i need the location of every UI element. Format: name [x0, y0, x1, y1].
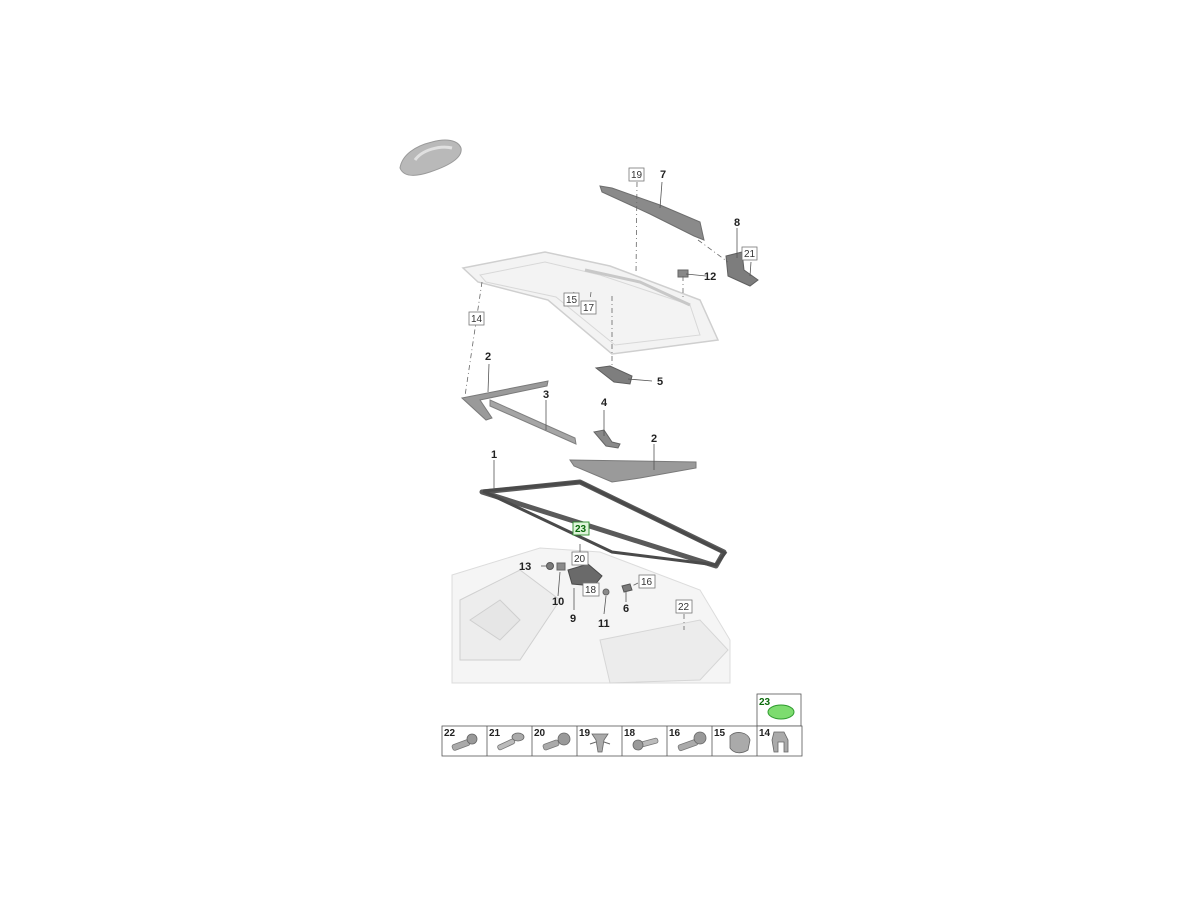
- clip-part-6[interactable]: [621, 583, 633, 593]
- boxed-callout-23[interactable]: 23: [572, 521, 590, 536]
- roof-rail-part-7[interactable]: [599, 185, 705, 241]
- boxed-callout-16[interactable]: 16: [638, 574, 656, 589]
- bracket-part-5[interactable]: [594, 365, 633, 385]
- svg-text:18: 18: [585, 585, 597, 596]
- svg-text:16: 16: [669, 728, 681, 739]
- leader-lines: [487, 181, 752, 615]
- callout-1: 1: [491, 449, 497, 461]
- svg-text:20: 20: [534, 728, 546, 739]
- svg-text:19: 19: [579, 728, 591, 739]
- bolt-icon: [451, 733, 478, 751]
- trim-strip-part-2b[interactable]: [569, 459, 697, 483]
- callout-7: 7: [660, 169, 666, 181]
- trim-strip-part-2a[interactable]: [460, 380, 549, 421]
- callout-8: 8: [734, 217, 740, 229]
- callout-2-upper: 2: [485, 351, 491, 363]
- svg-text:16: 16: [641, 577, 653, 588]
- svg-text:18: 18: [624, 728, 636, 739]
- svg-text:15: 15: [714, 728, 726, 739]
- clip-icon: [589, 733, 611, 753]
- screw-icon: [677, 731, 707, 752]
- clip-part-11[interactable]: [602, 588, 610, 596]
- bracket-part-4[interactable]: [593, 429, 621, 449]
- callout-6: 6: [623, 603, 629, 615]
- u-clip-icon: [771, 731, 789, 753]
- cap-icon: [767, 704, 795, 720]
- grommet-icon: [729, 732, 751, 754]
- seal-frame-part-1[interactable]: [479, 479, 728, 569]
- callout-2-lower: 2: [651, 433, 657, 445]
- boxed-callout-18[interactable]: 18: [582, 582, 600, 597]
- boxed-callout-22[interactable]: 22: [675, 599, 693, 614]
- car-silhouette-icon: [399, 139, 462, 176]
- bolt-icon: [632, 737, 659, 751]
- svg-text:14: 14: [471, 314, 483, 325]
- boxed-callout-14[interactable]: 14: [468, 311, 485, 326]
- legend-cell-18[interactable]: 18: [624, 728, 659, 751]
- bolt-icon: [542, 732, 571, 751]
- svg-text:14: 14: [759, 728, 771, 739]
- screw-icon: [497, 732, 525, 751]
- boxed-callout-21[interactable]: 21: [741, 246, 758, 261]
- legend-cell-22[interactable]: 22: [444, 728, 478, 751]
- svg-text:15: 15: [566, 295, 578, 306]
- boxed-callout-19[interactable]: 19: [628, 167, 645, 182]
- legend-cell-16[interactable]: 16: [669, 728, 707, 752]
- callout-11: 11: [598, 618, 610, 630]
- clip-part-12[interactable]: [677, 269, 689, 278]
- callout-9: 9: [570, 613, 576, 625]
- callout-13: 13: [519, 561, 531, 573]
- svg-text:23: 23: [575, 524, 587, 535]
- callout-12: 12: [704, 271, 716, 283]
- svg-text:22: 22: [678, 602, 690, 613]
- car-body-lower: [451, 547, 731, 684]
- clip-part-10[interactable]: [556, 562, 566, 571]
- callout-4: 4: [601, 397, 608, 409]
- trim-strip-part-3[interactable]: [489, 399, 577, 445]
- svg-text:20: 20: [574, 554, 586, 565]
- legend-cell-15[interactable]: 15: [714, 728, 751, 754]
- boxed-callout-17[interactable]: 17: [580, 300, 597, 315]
- legend-cell-19[interactable]: 19: [579, 728, 611, 753]
- svg-text:19: 19: [631, 170, 643, 181]
- svg-text:17: 17: [583, 303, 595, 314]
- legend-cell-23[interactable]: 23: [756, 693, 802, 727]
- svg-text:22: 22: [444, 728, 456, 739]
- legend-cell-14[interactable]: 14: [759, 728, 789, 753]
- nut-part-13[interactable]: [546, 562, 554, 570]
- svg-text:23: 23: [759, 697, 771, 708]
- callout-3: 3: [543, 389, 549, 401]
- callout-10: 10: [552, 596, 564, 608]
- svg-text:21: 21: [744, 249, 756, 260]
- legend-cell-20[interactable]: 20: [534, 728, 571, 751]
- boxed-callout-20[interactable]: 20: [571, 551, 589, 566]
- boxed-callout-15[interactable]: 15: [563, 292, 580, 307]
- legend-cell-21[interactable]: 21: [489, 728, 525, 751]
- callout-5: 5: [657, 376, 663, 388]
- svg-text:21: 21: [489, 728, 501, 739]
